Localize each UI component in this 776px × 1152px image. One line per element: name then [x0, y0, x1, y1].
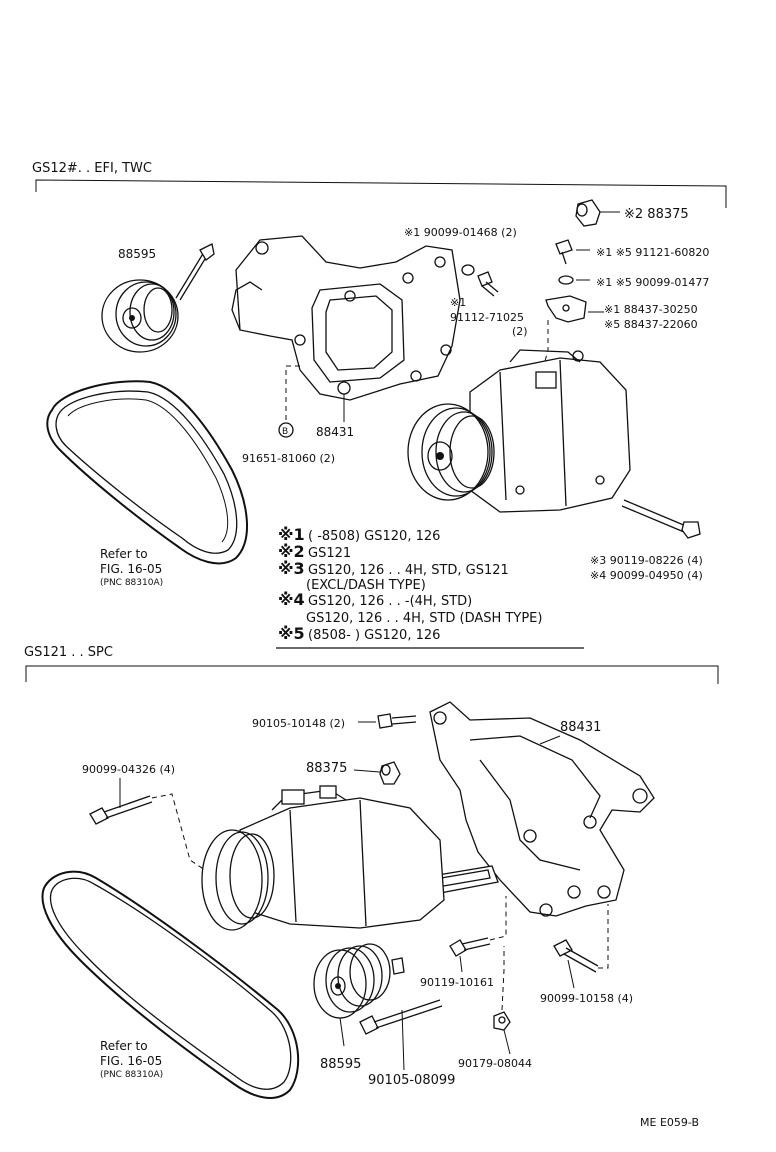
label-bolt-left-bottom: 90099-04326 (4) [82, 763, 175, 776]
label-bolt-center-bottom: 90119-10161 [420, 976, 494, 989]
refer-bottom-line2: FIG. 16-05 [100, 1054, 162, 1068]
label-bracket-top: 88431 [316, 425, 354, 439]
label-collar-bottom: 88375 [306, 761, 347, 776]
note-5-sym: ※4 [278, 590, 305, 609]
label-bolt-mid: 91112-71025 [450, 311, 524, 324]
note-3-text: GS120, 126 . . 4H, STD, GS121 [308, 563, 509, 578]
label-stay-1: ※1 88437-30250 [604, 303, 698, 316]
note-5-text: GS120, 126 . . -(4H, STD) [308, 594, 472, 609]
section-bottom: GS121 . . SPC 90105-10148 (2) 88431 [24, 645, 719, 1099]
bolt-marker-label: B [282, 427, 288, 437]
washer-top[interactable] [461, 264, 475, 276]
refer-top-line2: FIG. 16-05 [100, 562, 162, 576]
label-bracket-bottom: 88431 [560, 720, 601, 735]
ac-compressor-top[interactable] [407, 349, 631, 513]
note-6-text: GS120, 126 . . 4H, STD (DASH TYPE) [306, 611, 542, 626]
label-stay-5: ※5 88437-22060 [604, 318, 698, 331]
figure-code: ME E059-B [640, 1116, 699, 1129]
stud-bottom[interactable] [359, 999, 443, 1035]
section-top-title: GS12#. . EFI, TWC [32, 161, 152, 176]
label-bolt-mid-mark: ※1 [450, 296, 466, 309]
section-bottom-frame [25, 665, 719, 684]
idler-pulley[interactable] [101, 243, 215, 353]
label-washer-right: ※1 ※5 90099-01477 [596, 276, 709, 289]
note-7-text: (8508- ) GS120, 126 [308, 628, 440, 643]
label-long-bolt-3: ※3 90119-08226 (4) [590, 554, 703, 567]
note-3-sym: ※3 [278, 559, 305, 578]
long-bolt-top[interactable] [621, 499, 701, 539]
note-7-sym: ※5 [278, 624, 305, 643]
label-bolt-right-bottom: 90099-10158 (4) [540, 992, 633, 1005]
label-bolt-top-bottom: 90105-10148 (2) [252, 717, 345, 730]
bolt-mid[interactable] [477, 271, 499, 297]
label-bolt-right: ※1 ※5 91121-60820 [596, 246, 709, 259]
washer-right[interactable] [558, 275, 574, 285]
ac-compressor-bottom[interactable] [201, 785, 445, 931]
label-long-bolt-4: ※4 90099-04950 (4) [590, 569, 703, 582]
section-top-frame [35, 179, 727, 208]
label-bolt-bottom-top: 91651-81060 (2) [242, 452, 335, 465]
note-2-sym: ※2 [278, 542, 305, 561]
collar-top[interactable] [575, 199, 601, 227]
bolt-right-bottom[interactable] [553, 939, 599, 973]
refer-top-line3: (PNC 88310A) [100, 578, 163, 588]
section-bottom-title: GS121 . . SPC [24, 645, 113, 660]
compressor-bracket-top[interactable] [231, 235, 461, 401]
section-top: GS12#. . EFI, TWC 88595 Refer to FIG. 16… [32, 161, 727, 649]
compressor-bracket-bottom[interactable] [407, 701, 655, 917]
bolt-right[interactable] [555, 239, 573, 265]
label-stud-bottom: 90105-08099 [368, 1073, 455, 1088]
idler-pulley-bottom[interactable] [313, 943, 405, 1019]
label-washer-top: ※1 90099-01468 (2) [404, 226, 517, 239]
note-1-text: ( -8508) GS120, 126 [308, 529, 440, 544]
label-collar-top: ※2 88375 [624, 207, 689, 222]
bolt-top-bottom[interactable] [377, 713, 417, 729]
collar-bottom[interactable] [379, 761, 401, 785]
bolt-center-bottom[interactable] [449, 937, 491, 957]
label-pulley-bottom: 88595 [320, 1057, 361, 1072]
applicability-notes: ※1 ( -8508) GS120, 126 ※2 GS121 ※3 GS120… [276, 525, 584, 649]
v-belt-bottom [41, 870, 300, 1099]
stay-bracket[interactable] [545, 295, 587, 323]
label-bolt-mid-qty: (2) [512, 325, 528, 338]
label-pulley-top: 88595 [118, 247, 156, 261]
note-2-text: GS121 [308, 546, 351, 561]
v-belt-top [46, 380, 248, 565]
refer-top-line1: Refer to [100, 547, 148, 561]
note-4-text: (EXCL/DASH TYPE) [306, 578, 426, 593]
bolt-left-bottom[interactable] [89, 795, 153, 825]
refer-bottom-line3: (PNC 88310A) [100, 1070, 163, 1080]
refer-bottom-line1: Refer to [100, 1039, 148, 1053]
bolt-marker-b[interactable] [278, 422, 294, 438]
nut-bottom[interactable] [493, 1011, 511, 1031]
note-1-sym: ※1 [278, 525, 305, 544]
label-nut-bottom: 90179-08044 [458, 1057, 532, 1070]
